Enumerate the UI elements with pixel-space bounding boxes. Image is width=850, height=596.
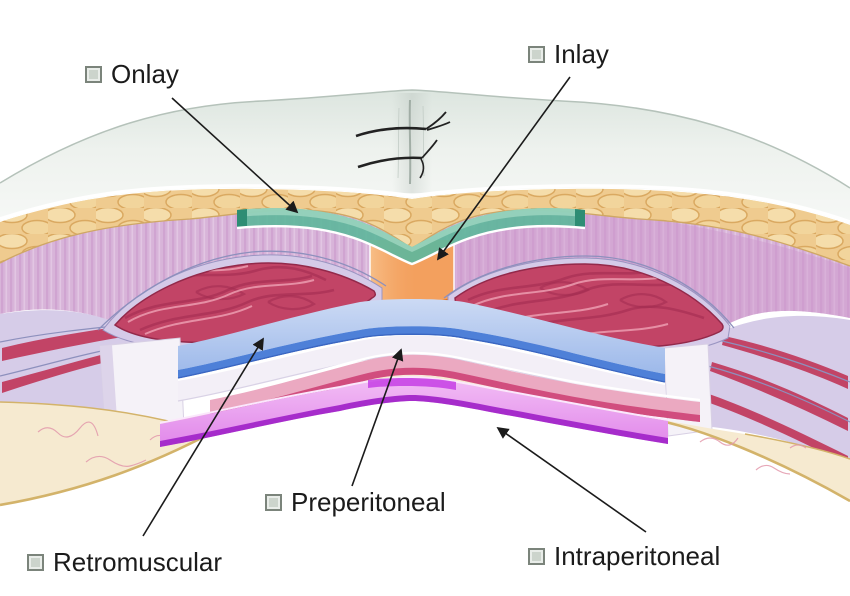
label-inlay-text: Inlay	[554, 39, 609, 69]
label-onlay-text: Onlay	[111, 59, 179, 89]
suture-stitches	[355, 111, 451, 179]
skin-bottom-highlight	[0, 184, 850, 224]
arrow-onlay	[171, 97, 299, 214]
muscle-sheath-topline-right	[443, 255, 735, 329]
arrow-intraperitoneal	[496, 426, 647, 533]
incision-line	[408, 99, 412, 185]
label-preperitoneal: Preperitoneal	[265, 489, 446, 515]
cream-top-edge-right	[744, 433, 850, 460]
square-bullet-icon	[85, 65, 102, 83]
lateral-right-layers	[694, 315, 850, 465]
inlay-mesh	[369, 240, 455, 306]
preperitoneal-band	[210, 354, 700, 422]
onlay-band	[237, 208, 585, 264]
onlay-cut-face-left	[237, 209, 247, 228]
arrow-inlay	[436, 76, 571, 261]
right-muscle-sliver-2	[710, 362, 848, 431]
retromuscular-bottom-line	[177, 333, 666, 383]
leader-arrows	[142, 76, 647, 537]
onlay-bottom-edge	[236, 224, 586, 266]
muscle-sheath-topline-left	[97, 250, 387, 331]
arrow-preperitoneal	[351, 348, 404, 487]
preperitoneal-white-edge	[209, 351, 701, 402]
label-preperitoneal-text: Preperitoneal	[291, 487, 446, 517]
arrow-retromuscular	[142, 337, 264, 537]
label-retromuscular-text: Retromuscular	[53, 547, 223, 577]
onlay-mesh	[236, 208, 586, 266]
inlay-highlight	[370, 240, 454, 306]
fat-lobules	[0, 188, 850, 266]
label-intraperitoneal: Intraperitoneal	[528, 543, 720, 569]
onlay-cut-face-right	[575, 209, 585, 228]
left-muscle-sliver-2	[2, 349, 130, 393]
intraperitoneal-mesh	[159, 375, 669, 447]
right-sheath-line-2	[707, 365, 850, 423]
cream-top-edge-left	[0, 401, 169, 422]
label-onlay: Onlay	[85, 61, 179, 87]
retromuscular-stripe	[178, 326, 665, 382]
intraperitoneal-band	[160, 378, 668, 447]
intraperitoneal-top-edge	[159, 375, 669, 424]
square-bullet-icon	[528, 45, 545, 63]
skin-layer	[0, 89, 850, 224]
skin-top-edge	[0, 89, 850, 189]
label-inlay: Inlay	[528, 41, 609, 67]
suture-area	[355, 99, 451, 185]
label-intraperitoneal-text: Intraperitoneal	[554, 541, 721, 571]
right-sheath-line-1	[717, 339, 850, 383]
label-retromuscular: Retromuscular	[27, 549, 222, 575]
square-bullet-icon	[528, 547, 545, 565]
retromuscular-band	[178, 299, 665, 374]
onlay-top-sheen	[237, 208, 585, 252]
right-muscle-sliver-3	[704, 393, 848, 465]
square-bullet-icon	[265, 493, 282, 511]
intraperitoneal-stripe	[160, 395, 668, 447]
posterior-sheath-band	[178, 335, 665, 404]
square-bullet-icon	[27, 553, 44, 571]
